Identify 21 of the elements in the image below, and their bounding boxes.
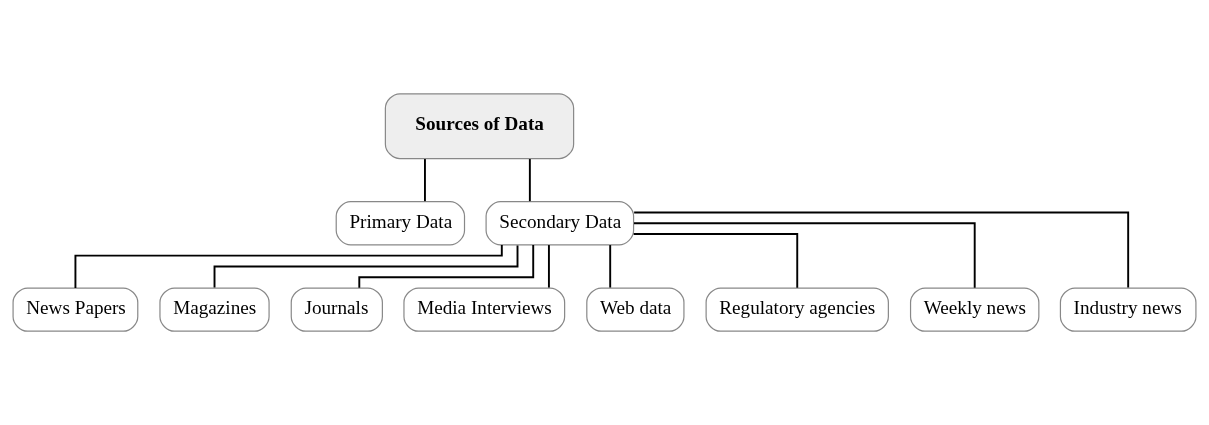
- connector: [74, 244, 503, 289]
- connector: [632, 233, 799, 289]
- node-box: Journals: [290, 287, 383, 332]
- node-box: Secondary Data: [485, 201, 635, 246]
- node-box: Web data: [586, 287, 685, 332]
- connector: [547, 244, 550, 289]
- node-box: Weekly news: [909, 287, 1040, 332]
- node-box: Magazines: [159, 287, 270, 332]
- node-box: Media Interviews: [403, 287, 566, 332]
- connector: [213, 244, 519, 289]
- node-box: Primary Data: [335, 201, 466, 246]
- connector: [633, 222, 976, 289]
- node-box: Sources of Data: [384, 93, 575, 160]
- connector: [358, 243, 535, 289]
- node-box: News Papers: [12, 287, 139, 332]
- node-box: Industry news: [1059, 287, 1197, 332]
- connector: [528, 158, 531, 203]
- connector: [609, 244, 612, 289]
- node-box: Regulatory agencies: [705, 287, 889, 332]
- connector: [424, 158, 426, 203]
- connector: [633, 211, 1130, 289]
